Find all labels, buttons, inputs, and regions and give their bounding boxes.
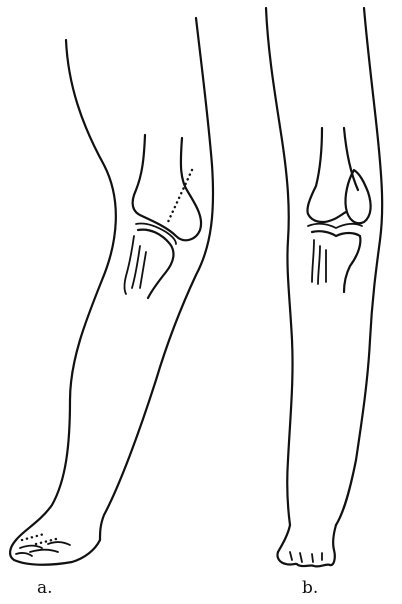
panel-a-fibula	[125, 236, 147, 294]
panel-a-label: a.	[37, 580, 53, 597]
panel-a-toe-lines	[16, 542, 70, 556]
panel-a-right-outline	[100, 18, 213, 540]
panel-b-femur-left	[307, 128, 346, 222]
panel-a-dotted-line	[168, 170, 192, 222]
panel-b-fibula	[312, 240, 326, 284]
panel-b-patella	[345, 170, 370, 223]
panel-b-femur-right	[344, 128, 358, 190]
panel-b-leg	[266, 8, 382, 566]
panel-b-right-outline	[336, 8, 382, 525]
panel-b-toe-lines	[290, 552, 322, 562]
panel-b-label: b.	[302, 580, 318, 597]
panel-b-left-outline	[266, 8, 293, 552]
panel-b-joint-line	[308, 224, 362, 228]
panel-a-leg	[10, 18, 213, 565]
panel-a-left-outline	[16, 40, 116, 540]
panel-b-foot-outline	[277, 525, 336, 566]
